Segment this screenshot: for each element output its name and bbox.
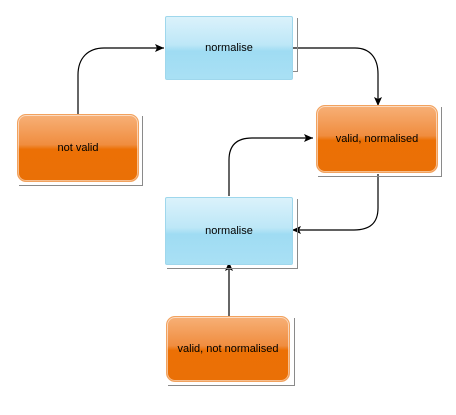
node-label: normalise (205, 225, 253, 237)
node-shadow (167, 199, 298, 269)
node-label: valid, not normalised (177, 343, 279, 355)
node-valid-normalised: valid, normalised (316, 105, 438, 173)
node-shadow (318, 107, 442, 177)
node-label: normalise (205, 42, 253, 54)
node-label: not valid (57, 142, 99, 154)
node-normalise-middle: normalise (165, 197, 293, 265)
edge-normalise-to-valid-normalised-loop (228, 134, 313, 196)
node-valid-not-normalised: valid, not normalised (166, 316, 290, 382)
edge-normalise-to-valid-normalised (292, 47, 382, 106)
edge-valid-normalised-to-normalise (292, 174, 379, 234)
node-not-valid: not valid (17, 114, 139, 182)
node-shadow (168, 318, 295, 386)
node-normalise-top: normalise (165, 16, 293, 80)
node-shadow (19, 116, 143, 186)
edge-not-valid-to-normalise (77, 44, 164, 114)
node-label: valid, normalised (335, 133, 419, 145)
